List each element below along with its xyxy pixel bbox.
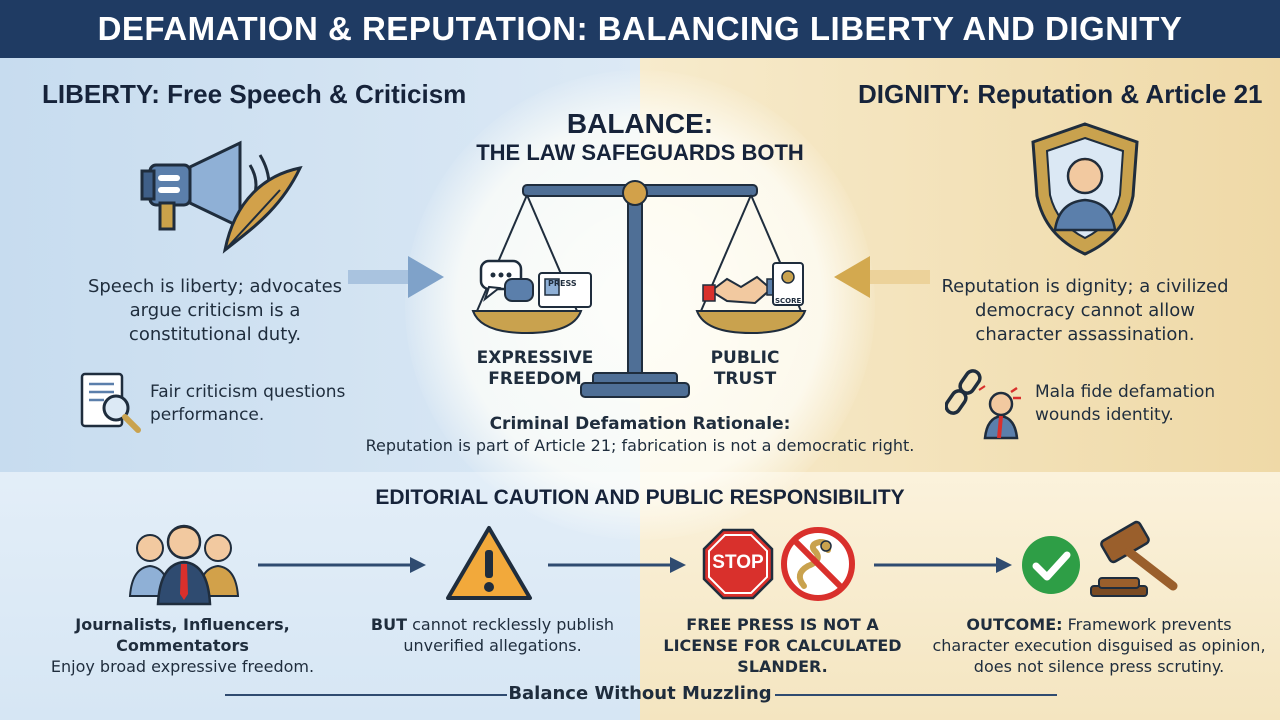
step-4: OUTCOME: Framework prevents character ex… xyxy=(930,614,1268,677)
step-3-title: FREE PRESS IS NOT A LICENSE FOR CALCULAT… xyxy=(663,615,902,676)
scales-icon xyxy=(471,180,807,398)
step-2-text: cannot recklessly publish unverified all… xyxy=(403,615,615,655)
warning-icon xyxy=(446,526,532,600)
step-2: BUT cannot recklessly publish unverified… xyxy=(365,614,620,656)
quill-icon xyxy=(222,165,303,254)
arrow-right-icon xyxy=(258,557,426,573)
step-4-text: Framework prevents character execution d… xyxy=(932,615,1266,676)
expressive-freedom-label: EXPRESSIVE FREEDOM xyxy=(476,348,594,389)
shield-person-icon xyxy=(1031,122,1139,256)
speech-bubble-icon xyxy=(479,259,534,302)
liberty-heading: LIBERTY: Free Speech & Criticism xyxy=(42,79,467,109)
step-1-text: Enjoy broad expressive freedom. xyxy=(50,657,315,676)
score-badge-icon xyxy=(772,262,804,306)
dignity-note: Mala fide defamation wounds identity. xyxy=(1035,382,1216,425)
footer-rule-right xyxy=(775,694,1057,696)
editorial-title: EDITORIAL CAUTION AND PUBLIC RESPONSIBIL… xyxy=(375,486,905,509)
balance-subtitle: THE LAW SAFEGUARDS BOTH xyxy=(476,140,804,165)
step-2-title: BUT xyxy=(370,615,408,634)
arrow-right-icon xyxy=(874,557,1012,573)
broken-chain-icon xyxy=(945,369,1021,440)
footer-tagline: Balance Without Muzzling xyxy=(508,683,772,704)
stop-sign-label: STOP xyxy=(712,552,764,573)
liberty-note: Fair criticism questions performance. xyxy=(150,382,346,425)
press-badge-icon xyxy=(538,272,592,308)
step-1-title: Journalists, Influencers, Commentators xyxy=(75,615,290,655)
document-search-icon xyxy=(80,372,141,433)
people-icon xyxy=(128,524,240,606)
check-icon xyxy=(1022,536,1080,594)
arrow-right-icon xyxy=(348,256,444,298)
stop-sign-icon xyxy=(702,528,774,600)
step-3: FREE PRESS IS NOT A LICENSE FOR CALCULAT… xyxy=(650,614,915,677)
step-4-title: OUTCOME: xyxy=(966,615,1063,634)
dignity-heading: DIGNITY: Reputation & Article 21 xyxy=(858,79,1263,109)
arrow-left-icon xyxy=(834,256,930,298)
step-1: Journalists, Influencers, Commentators E… xyxy=(10,614,355,677)
megaphone-icon xyxy=(140,140,271,231)
no-snake-icon xyxy=(781,527,855,601)
liberty-text: Speech is liberty; advocates argue criti… xyxy=(87,276,343,345)
page-title: DEFAMATION & REPUTATION: BALANCING LIBER… xyxy=(97,10,1183,47)
footer-rule-left xyxy=(225,694,507,696)
gavel-icon xyxy=(1090,520,1178,597)
dignity-text: Reputation is dignity; a civilized democ… xyxy=(941,276,1229,345)
balance-title: BALANCE: xyxy=(566,108,714,139)
arrow-right-icon xyxy=(548,557,686,573)
title-bar: DEFAMATION & REPUTATION: BALANCING LIBER… xyxy=(0,0,1280,58)
public-trust-label: PUBLIC TRUST xyxy=(710,348,780,389)
rationale-text: Reputation is part of Article 21; fabric… xyxy=(365,436,915,455)
rationale-title: Criminal Defamation Rationale: xyxy=(489,414,791,434)
score-badge-label: SCORE xyxy=(775,297,802,305)
press-badge-label: PRESS xyxy=(548,279,577,288)
